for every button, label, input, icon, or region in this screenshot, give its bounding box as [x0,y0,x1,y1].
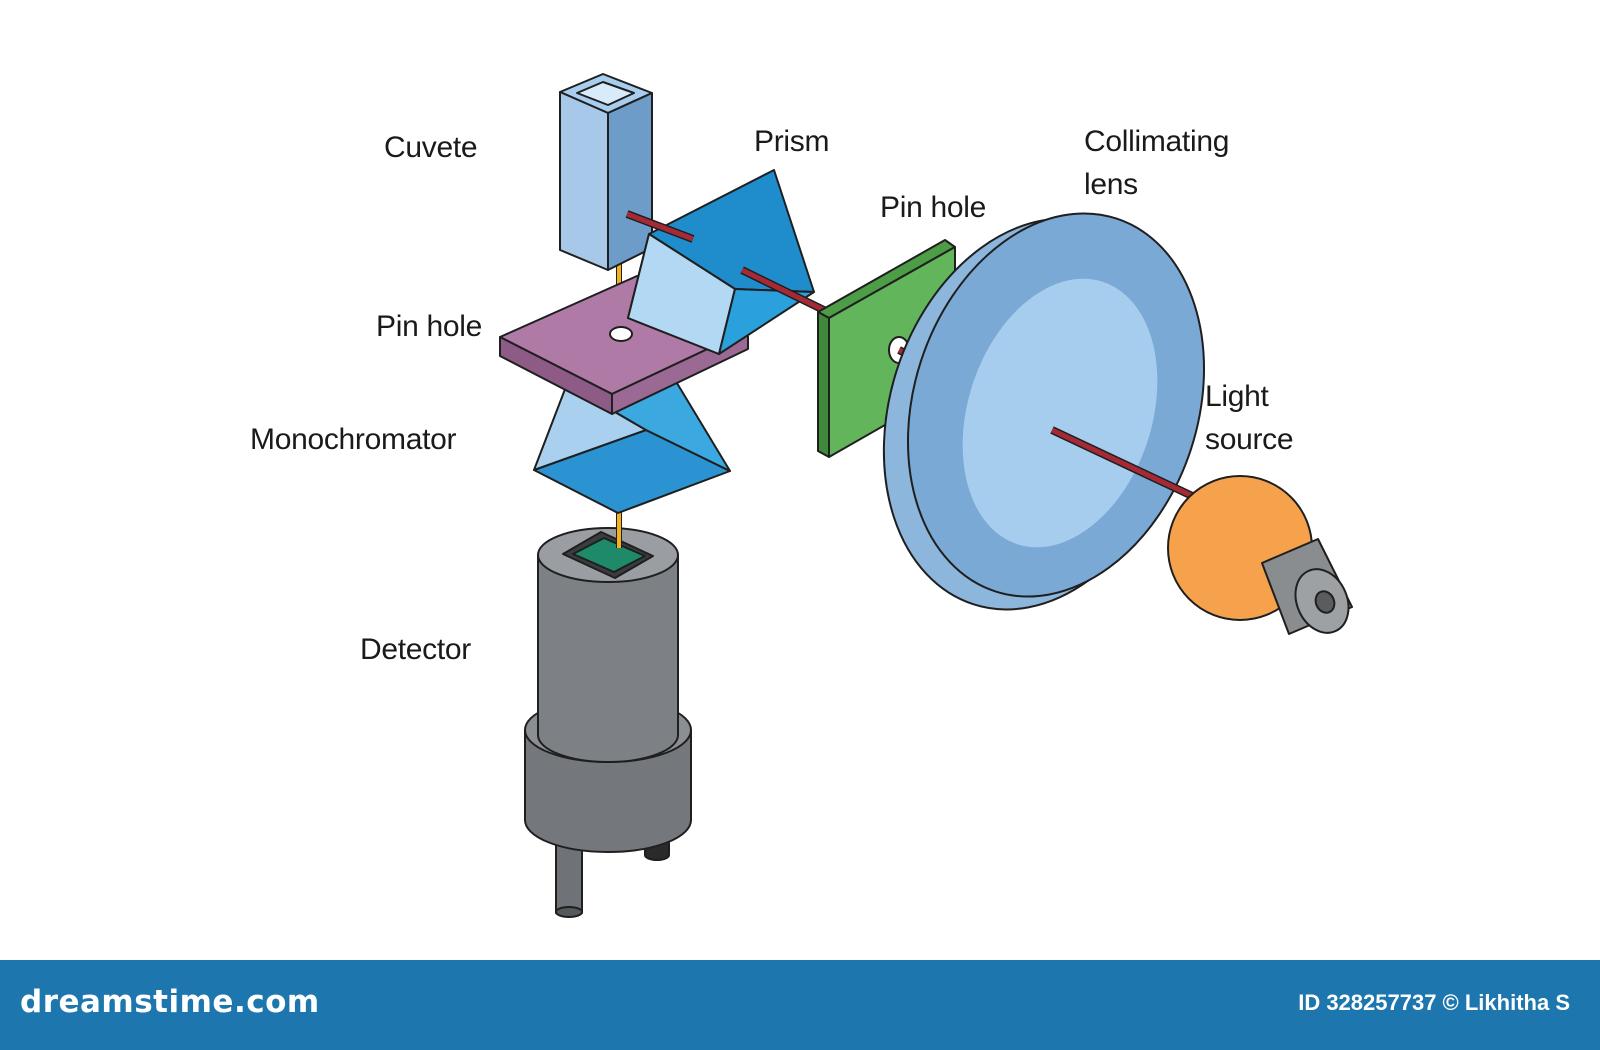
label-pin-hole-right: Pin hole [880,191,987,224]
label-collimating-lens-line1: Collimating [1084,125,1230,158]
red-beam-upper [625,210,838,320]
label-light-source: Light source [1205,375,1294,461]
label-pin-hole-left: Pin hole [376,310,483,343]
red-beam-lower [1050,426,1207,506]
spectrophotometer-diagram: Cuvete Prism Collimating lens Pin hole P… [250,73,1353,918]
cuvette [559,73,653,271]
footer-credit: ID 328257737 © Likhitha S [1298,990,1570,1015]
label-collimating-lens-line2: lens [1084,168,1138,201]
prism-top [627,169,815,355]
label-prism: Prism [754,125,830,158]
monochromator-prism [533,349,731,514]
label-cuvete: Cuvete [384,131,478,164]
detector-body [524,527,692,918]
label-detector: Detector [360,633,471,666]
pinhole-plate-green [817,239,956,458]
footer-bar: dreamstime.com ID 328257737 © Likhitha S [0,960,1600,1050]
label-light-source-line2: source [1205,423,1294,456]
footer-brand-logo[interactable]: dreamstime.com [20,984,320,1020]
label-collimating-lens: Collimating lens [1084,120,1229,206]
collimating-lens [882,212,1206,611]
label-light-source-line1: Light [1205,380,1269,413]
diagram-illustration [499,73,1353,918]
label-monochromator: Monochromator [250,423,457,456]
light-source-bulb [1167,475,1353,635]
